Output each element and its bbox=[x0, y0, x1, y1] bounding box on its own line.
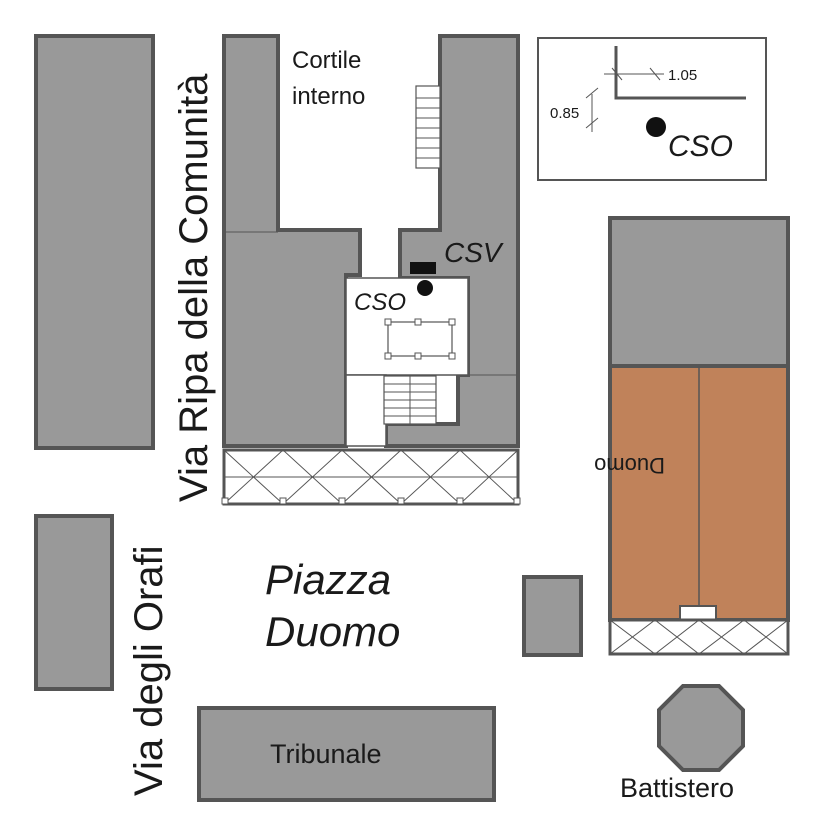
cso-label: CSO bbox=[354, 289, 406, 316]
portico-main bbox=[221, 448, 521, 506]
inset-cso-label: CSO bbox=[668, 130, 733, 163]
csv-label: CSV bbox=[444, 237, 504, 268]
stairs-courtyard bbox=[415, 85, 441, 169]
building-left-lower bbox=[34, 514, 114, 691]
stair-shaft bbox=[345, 374, 387, 447]
tribunale-label: Tribunale bbox=[270, 739, 382, 769]
stair-room bbox=[345, 277, 469, 376]
piazza-label-line1: Piazza bbox=[265, 556, 391, 603]
duomo-label: Duomo bbox=[594, 453, 665, 478]
building-small bbox=[522, 575, 583, 657]
room-table-corners bbox=[384, 318, 456, 360]
cortile-label-line1: Cortile bbox=[292, 47, 361, 74]
inset-detail bbox=[537, 37, 767, 181]
csv-marker bbox=[410, 262, 436, 274]
inset-dim-vertical: 0.85 bbox=[550, 105, 579, 122]
building-main bbox=[222, 34, 362, 448]
inset-cso-marker bbox=[646, 117, 666, 137]
piazza-label-line2: Duomo bbox=[265, 608, 400, 655]
duomo-entrance bbox=[679, 605, 717, 621]
inset-dim-horizontal: 1.05 bbox=[668, 67, 697, 84]
building-tribunale bbox=[197, 706, 496, 802]
street-label-via-orafi: Via degli Orafi bbox=[127, 545, 171, 796]
cortile-label-line2: interno bbox=[292, 83, 365, 110]
battistero-label: Battistero bbox=[620, 773, 734, 803]
duomo-roof bbox=[608, 216, 790, 368]
street-label-via-ripa: Via Ripa della Comunità bbox=[172, 73, 216, 502]
building-left-upper bbox=[34, 34, 155, 450]
duomo-portico bbox=[608, 618, 790, 656]
battistero-octagon bbox=[657, 684, 745, 772]
stairs-lower bbox=[383, 375, 437, 425]
cso-marker bbox=[417, 280, 433, 296]
building-main-division bbox=[224, 231, 518, 376]
